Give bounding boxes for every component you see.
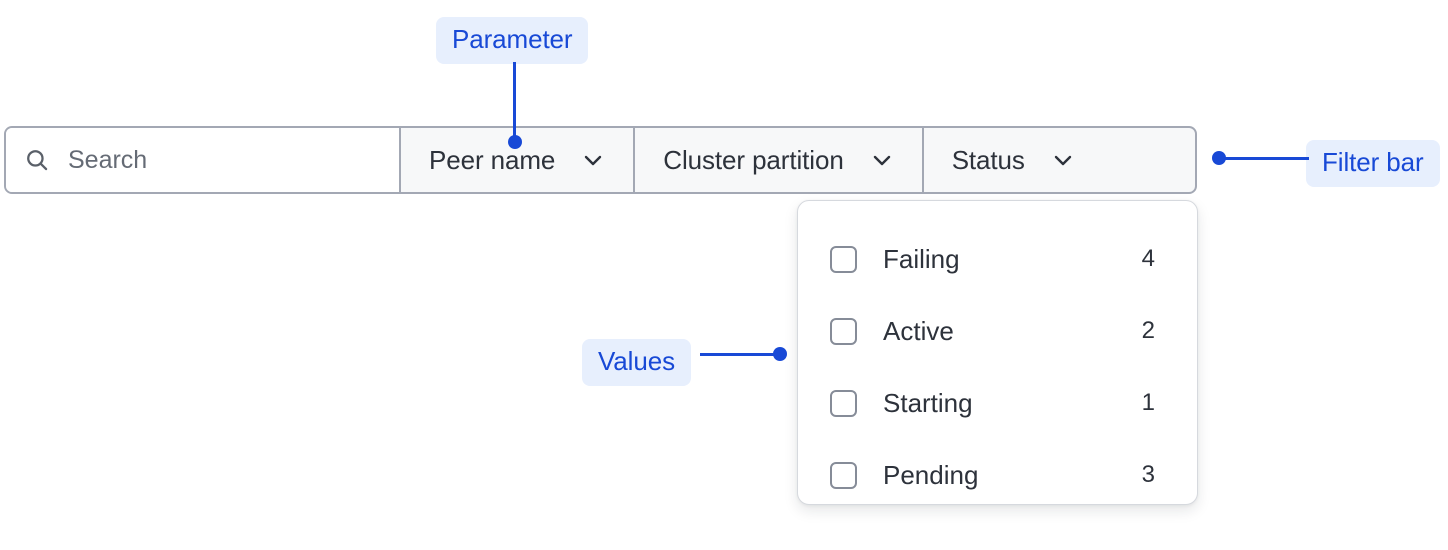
- checkbox[interactable]: [830, 389, 857, 417]
- dropdown-option-pending[interactable]: Pending 3: [798, 439, 1197, 511]
- dropdown-option-failing[interactable]: Failing 4: [798, 223, 1197, 295]
- dropdown-option-active[interactable]: Active 2: [798, 295, 1197, 367]
- annotation-label-parameter: Parameter: [436, 17, 589, 64]
- status-filter-dropdown: Failing 4 Active 2 Starting 1 Pending 3: [797, 200, 1198, 505]
- annotation-label-filter-bar: Filter bar: [1306, 140, 1440, 187]
- filter-bar: Peer name Cluster partition Status: [4, 126, 1197, 194]
- chevron-down-icon: [1051, 148, 1075, 172]
- chevron-down-icon: [870, 148, 894, 172]
- dropdown-option-count: 2: [1141, 317, 1155, 344]
- annotation-dot-filter-bar: [1212, 151, 1226, 165]
- checkbox[interactable]: [830, 245, 857, 273]
- dropdown-option-count: 4: [1141, 245, 1155, 272]
- filter-segment-cluster-partition[interactable]: Cluster partition: [635, 128, 924, 192]
- filter-segment-label: Cluster partition: [663, 144, 844, 175]
- chevron-down-icon: [581, 148, 605, 172]
- filter-segment-label: Status: [951, 144, 1025, 175]
- annotation-dot-values: [773, 347, 787, 361]
- dropdown-option-label: Failing: [883, 243, 960, 274]
- dropdown-option-count: 3: [1141, 461, 1155, 488]
- dropdown-option-count: 1: [1141, 389, 1155, 416]
- annotation-dot-parameter: [508, 135, 522, 149]
- annotation-label-values: Values: [582, 339, 691, 386]
- annotation-leader-line-values: [700, 353, 780, 356]
- search-input[interactable]: [68, 145, 368, 175]
- checkbox[interactable]: [830, 317, 857, 345]
- filter-segment-label: Peer name: [429, 144, 556, 175]
- annotation-leader-line-parameter: [513, 62, 516, 142]
- checkbox[interactable]: [830, 461, 857, 489]
- filter-segment-status[interactable]: Status: [923, 128, 1103, 192]
- search-icon: [24, 147, 50, 173]
- search-field-container[interactable]: [6, 128, 401, 192]
- dropdown-option-starting[interactable]: Starting 1: [798, 367, 1197, 439]
- dropdown-option-label: Starting: [883, 387, 973, 418]
- annotation-leader-line-filter-bar: [1225, 157, 1309, 160]
- dropdown-option-label: Pending: [883, 459, 979, 490]
- dropdown-option-label: Active: [883, 315, 954, 346]
